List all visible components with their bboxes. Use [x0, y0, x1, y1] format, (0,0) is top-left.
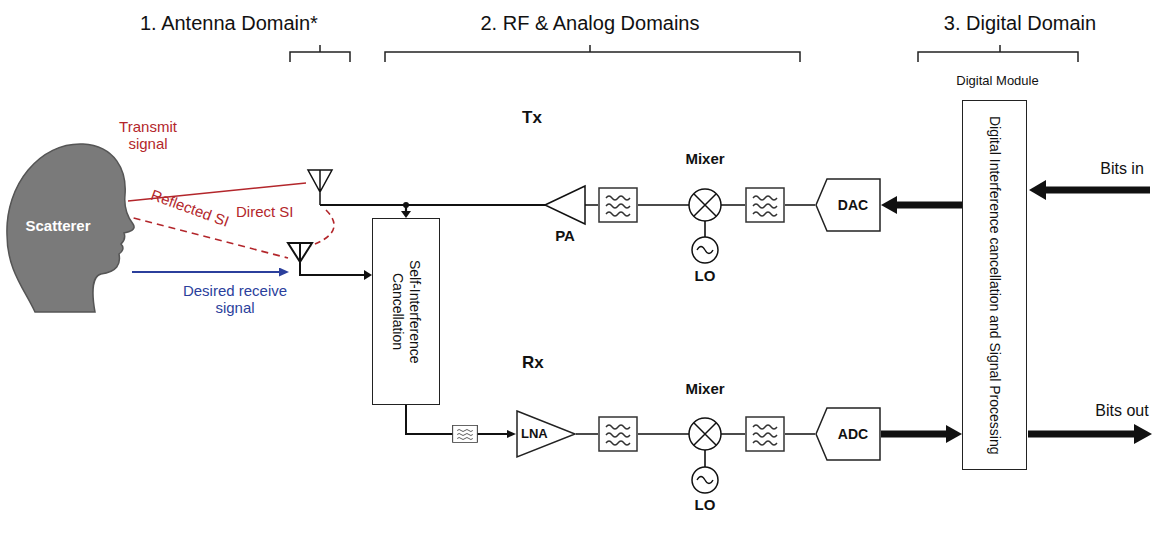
- bits-out-arrow: [1028, 431, 1134, 438]
- scatterer-head: Scatterer: [5, 140, 137, 312]
- signal-label: Mixer: [685, 380, 724, 397]
- rx-antenna: [288, 243, 364, 275]
- power-amplifier: [545, 186, 585, 224]
- domain-bracket: [918, 45, 1078, 62]
- cancellation-box: Self-Interference Cancellation: [372, 218, 440, 405]
- panel-heading: Digital Module: [915, 73, 1080, 89]
- tx-oscillator-wave: [697, 247, 713, 254]
- adc-block: ADC: [815, 407, 881, 461]
- direct-si-ray: [310, 210, 334, 246]
- converter-shape: [816, 179, 880, 231]
- rx-filter: [599, 417, 637, 451]
- signal-label: LO: [695, 267, 716, 284]
- domain-bracket: [385, 45, 800, 62]
- rx-filter: [746, 417, 784, 451]
- pre-filter: [453, 426, 478, 443]
- bits-in-arrowhead: [1029, 180, 1046, 200]
- signal-label: LO: [695, 496, 716, 513]
- rx-mixer: [689, 418, 721, 450]
- signal-label: Mixer: [685, 150, 724, 167]
- tx-mixer-cross: [694, 194, 716, 216]
- signal-label: Bits in: [1100, 160, 1144, 178]
- tap-arrow: [405, 205, 407, 211]
- tx-wire: [320, 204, 545, 206]
- bits-out-arrowhead: [1134, 424, 1152, 444]
- signal-label: PA: [555, 227, 575, 244]
- node-text: DAC: [838, 197, 868, 214]
- node-text: Self-Interference Cancellation: [389, 225, 423, 398]
- converter-shape: [816, 408, 880, 460]
- dac-block: DAC: [815, 178, 881, 232]
- node-text: ADC: [838, 426, 868, 443]
- node-text: LNA: [521, 426, 548, 442]
- rx-chain-panel: RxLNA ADC: [512, 345, 915, 548]
- tx-filter: [599, 188, 637, 222]
- node-text: Digital Interference cancellation and Si…: [986, 107, 1003, 463]
- rx-oscillator: [692, 467, 718, 493]
- rx-mixer-cross: [694, 423, 716, 445]
- tap-arrowhead: [401, 211, 411, 218]
- digital-module-band: Digital ModuleDigital Interference cance…: [915, 68, 1080, 552]
- signal-label: Bits out: [1095, 402, 1148, 420]
- tx-filter: [746, 188, 784, 222]
- tx-oscillator: [692, 237, 718, 263]
- node-text: Scatterer: [25, 217, 90, 235]
- panel-heading: Tx: [522, 108, 542, 128]
- data-bus-arrow: [895, 202, 962, 209]
- signal-label: Transmit signal: [111, 118, 185, 153]
- signal-label: Desired receive signal: [182, 282, 288, 317]
- data-bus-arrow: [881, 431, 948, 438]
- tx-chain-panel: TxDAC: [512, 100, 915, 292]
- desired-ray: [132, 271, 280, 273]
- head-silhouette: [7, 144, 134, 312]
- domain-heading: 2. RF & Analog Domains: [481, 12, 700, 35]
- domain-heading: 1. Antenna Domain*: [140, 12, 318, 35]
- domain-bracket: [290, 45, 350, 62]
- rx-arrowhead: [364, 270, 372, 280]
- digital-processing-box: Digital Interference cancellation and Si…: [962, 100, 1027, 470]
- panel-heading: Rx: [522, 353, 544, 373]
- lna-amplifier: LNA: [516, 410, 576, 458]
- bits-in-arrow: [1046, 187, 1150, 194]
- rx-oscillator-wave: [697, 477, 713, 484]
- tx-mixer: [689, 189, 721, 221]
- domain-heading: 3. Digital Domain: [944, 12, 1096, 35]
- tx-antenna: [308, 170, 332, 205]
- signal-label: Direct SI: [236, 203, 294, 220]
- amplifier-shape: [517, 411, 575, 457]
